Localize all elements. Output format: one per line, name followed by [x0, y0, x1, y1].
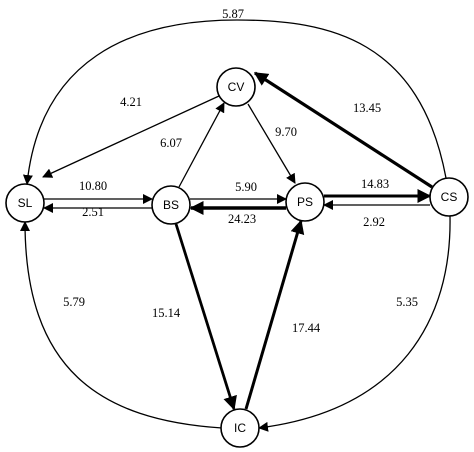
node-circle	[151, 185, 191, 225]
edge-cv-to-ps	[247, 103, 296, 184]
edge-label-cv-sl: 4.21	[120, 95, 142, 109]
edge-label-ic-sl: 5.79	[63, 295, 85, 309]
edge-label-bs-cv: 6.07	[160, 136, 182, 150]
edge-cs-to-cv	[253, 71, 433, 189]
edge-bs-to-ic	[174, 223, 237, 411]
edge-ic-to-sl	[20, 221, 223, 429]
edges-layer	[20, 19, 451, 432]
node-circle	[285, 182, 325, 222]
node-circle	[216, 67, 256, 107]
edge-ic-to-ps	[244, 219, 305, 410]
node-ic: IC	[220, 408, 260, 448]
edge-label-cs-sl: 5.87	[222, 7, 244, 21]
node-bs: BS	[151, 185, 191, 225]
edge-label-cs-ic: 5.35	[396, 295, 418, 309]
node-circle	[220, 408, 260, 448]
edge-label-bs-ic: 15.14	[152, 306, 181, 320]
node-cs: CS	[429, 177, 469, 217]
nodes-layer: SL CV BS PS CS IC	[5, 67, 469, 448]
node-ps: PS	[285, 182, 325, 222]
edge-label-bs-sl: 2.51	[82, 205, 104, 219]
edge-label-bs-ps: 5.90	[235, 180, 257, 194]
node-circle	[5, 183, 45, 223]
node-label: CV	[228, 80, 245, 94]
node-label: BS	[163, 198, 179, 212]
edge-label-cs-ps: 2.92	[363, 215, 385, 229]
node-label: IC	[234, 421, 246, 435]
edge-label-cs-cv: 13.45	[353, 101, 381, 115]
edge-bs-to-cv	[178, 102, 225, 188]
edge-label-cv-ps: 9.70	[275, 125, 297, 139]
edge-label-ps-cs: 14.83	[361, 177, 389, 191]
edge-label-ps-bs: 24.23	[228, 212, 256, 226]
node-label: PS	[297, 195, 313, 209]
node-cv: CV	[216, 67, 256, 107]
node-sl: SL	[5, 183, 45, 223]
edge-label-ic-ps: 17.44	[292, 321, 321, 335]
edge-cv-to-sl	[42, 95, 220, 178]
node-label: CS	[441, 190, 458, 204]
node-circle	[429, 177, 469, 217]
edge-cs-to-ic	[258, 215, 451, 432]
edge-cs-to-sl	[22, 19, 447, 185]
edge-label-sl-bs: 10.80	[79, 179, 107, 193]
node-label: SL	[18, 196, 33, 210]
edge-labels-layer: 5.87 4.21 13.45 6.07 9.70 10.80 2.51 5.90 24.23 1…	[63, 7, 418, 335]
